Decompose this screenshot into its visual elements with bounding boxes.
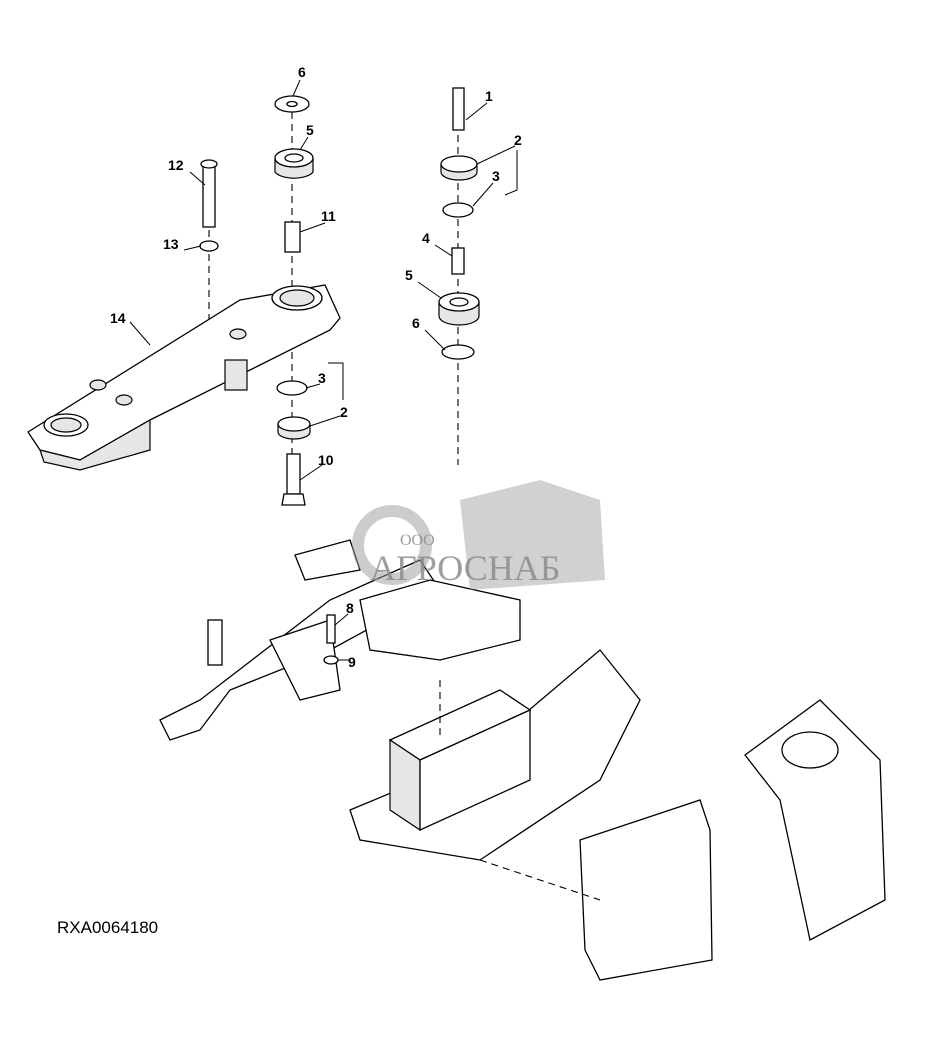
callout-11: 11 (321, 208, 336, 224)
washer-6-right (441, 344, 475, 360)
washer-9 (323, 655, 339, 665)
callout-10: 10 (318, 452, 334, 468)
watermark-name: АГРОСНАБ (370, 548, 560, 588)
left-mount-stack (274, 95, 314, 506)
washer-3-left (276, 380, 308, 396)
callout-5-left: 5 (306, 122, 314, 138)
washer-6-left (274, 95, 310, 113)
battery-box (579, 799, 713, 981)
callout-2-right: 2 (514, 132, 522, 148)
bolt-10 (286, 453, 301, 495)
callout-8: 8 (346, 600, 354, 616)
combine-harvester-icon (460, 480, 605, 590)
callout-1: 1 (485, 88, 493, 104)
figure-id: RXA0064180 (57, 918, 158, 937)
washer-3-right (442, 202, 474, 218)
watermark-prefix: ООО (400, 532, 435, 549)
callout-6-left: 6 (298, 64, 306, 80)
sleeve-11 (284, 221, 301, 253)
right-mount-stack (438, 87, 480, 465)
bolt-1 (452, 87, 465, 131)
tractor-frame (159, 539, 521, 741)
gear-icon (352, 505, 432, 585)
callout-3-left: 3 (318, 370, 326, 386)
callout-3-right: 3 (492, 168, 500, 184)
mounting-bracket-14 (27, 159, 341, 471)
bolt-12 (202, 164, 216, 228)
sleeve-4 (451, 247, 465, 275)
callout-4: 4 (422, 230, 430, 246)
battery-cover (744, 699, 886, 941)
callout-14: 14 (110, 310, 126, 326)
callout-5-right: 5 (405, 267, 413, 283)
callout-12: 12 (168, 157, 184, 173)
watermark-logo: ООО АГРОСНАБ (352, 480, 605, 590)
callout-13: 13 (163, 236, 179, 252)
bolt-8 (326, 614, 336, 644)
battery-and-tray (349, 649, 886, 981)
callout-6-right: 6 (412, 315, 420, 331)
washer-13 (199, 240, 219, 252)
callout-2-left: 2 (340, 404, 348, 420)
callout-leaders (129, 79, 518, 661)
callout-9: 9 (348, 654, 356, 670)
